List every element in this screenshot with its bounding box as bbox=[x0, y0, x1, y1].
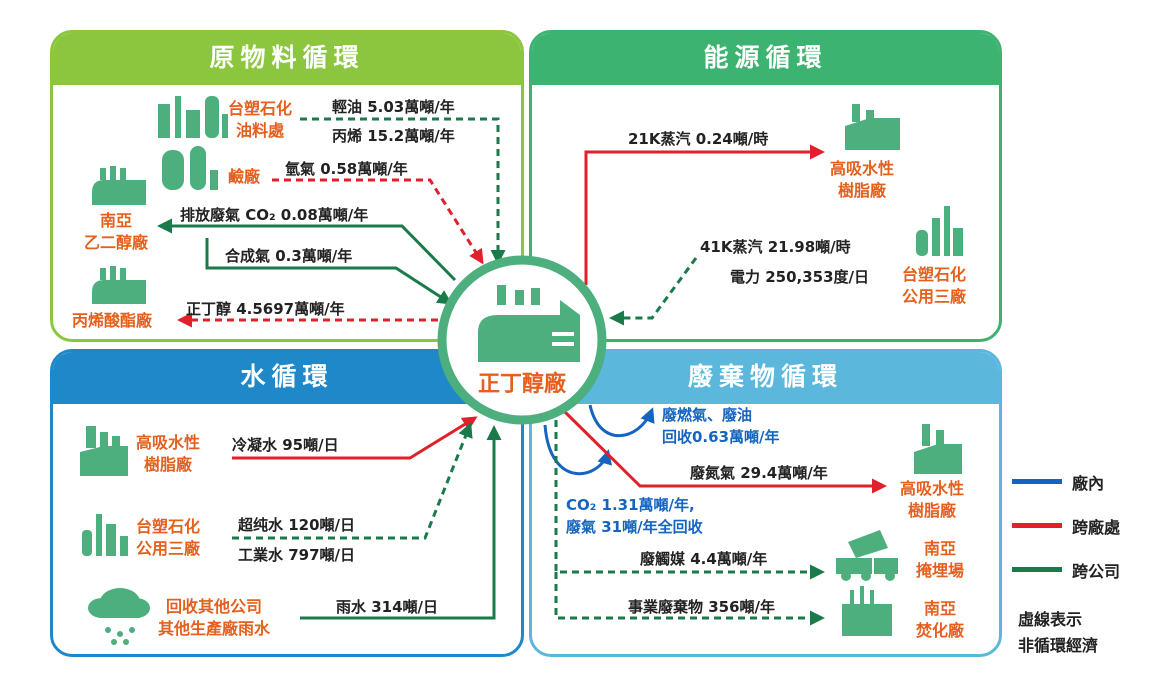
raw-flow3b-label: 合成氣 0.3萬噸/年 bbox=[225, 247, 353, 265]
energy-flow2a-label: 41K蒸汽 21.98噸/時 bbox=[700, 238, 851, 256]
factory-icon bbox=[80, 426, 128, 476]
water-plant1-line2: 樹脂廠 bbox=[144, 455, 193, 474]
waste-plant3-line1: 南亞 bbox=[924, 599, 957, 618]
waste-recycle2-line1: CO₂ 1.31萬噸/年, bbox=[566, 496, 695, 514]
water-flow3-label: 雨水 314噸/日 bbox=[336, 598, 439, 616]
waste-plant3-label: 南亞 焚化廠 bbox=[916, 598, 964, 642]
raw-flow2-label: 氫氣 0.58萬噸/年 bbox=[285, 160, 408, 178]
raw-plant3-label: 南亞 乙二醇廠 bbox=[84, 210, 148, 254]
water-flow1-label: 冷凝水 95噸/日 bbox=[232, 436, 339, 454]
water-plant3-line2: 其他生產廠雨水 bbox=[158, 619, 271, 638]
raw-flow2-arrow bbox=[272, 178, 484, 265]
water-plant2-label: 台塑石化 公用三廠 bbox=[136, 516, 200, 560]
energy-panel: 能源循環 bbox=[529, 30, 1002, 342]
energy-plant1-line1: 高吸水性 bbox=[830, 159, 895, 178]
energy-flow2-arrow bbox=[609, 257, 698, 326]
legend-label-cross-plant: 跨廠處 bbox=[1072, 518, 1121, 537]
waste-plant1-line1: 高吸水性 bbox=[900, 479, 965, 498]
center-plant-label: 正丁醇廠 bbox=[477, 372, 566, 397]
dump-truck-icon bbox=[836, 530, 898, 581]
waste-plant2-label: 南亞 掩埋場 bbox=[916, 538, 964, 582]
raw-plant3-line1: 南亞 bbox=[100, 211, 133, 230]
water-flow1-arrow bbox=[232, 416, 478, 460]
raw-material-title: 原物料循環 bbox=[53, 33, 521, 85]
legend-swatch-internal bbox=[1012, 479, 1062, 484]
water-plant2-line2: 公用三廠 bbox=[136, 539, 201, 558]
waste-plant1-line2: 樹脂廠 bbox=[908, 501, 957, 520]
energy-plant2-line2: 公用三廠 bbox=[902, 287, 967, 306]
waste-recycle2-line2: 廢氣 31噸/年全回收 bbox=[566, 518, 703, 536]
waste-flow1-label: 廢氮氣 29.4萬噸/年 bbox=[690, 464, 828, 482]
legend-label-internal: 廠內 bbox=[1072, 474, 1105, 493]
waste-flow3-label: 事業廢棄物 356噸/年 bbox=[628, 598, 776, 616]
center-factory-icon bbox=[478, 285, 580, 362]
waste-plant2-line2: 掩埋場 bbox=[916, 561, 965, 580]
waste-panel: 廢棄物循環 bbox=[529, 349, 1002, 657]
waste-recycle1-label: 廢燃氣、廢油 回收0.63萬噸/年 bbox=[662, 404, 780, 448]
energy-flow1-label: 21K蒸汽 0.24噸/時 bbox=[628, 130, 769, 148]
energy-title: 能源循環 bbox=[532, 33, 999, 85]
legend-label-cross-company: 跨公司 bbox=[1072, 562, 1121, 581]
water-flow2b-label: 工業水 797噸/日 bbox=[238, 546, 356, 564]
raw-flow3a-label: 排放廢氣 CO₂ 0.08萬噸/年 bbox=[180, 206, 369, 224]
rain-cloud-icon bbox=[88, 588, 150, 645]
waste-recycle2-label: CO₂ 1.31萬噸/年, 廢氣 31噸/年全回收 bbox=[566, 494, 703, 538]
raw-plant1-line2: 油料處 bbox=[236, 121, 285, 140]
refinery-icon bbox=[916, 206, 963, 256]
raw-flow1a-label: 輕油 5.03萬噸/年 bbox=[332, 98, 455, 116]
waste-title: 廢棄物循環 bbox=[532, 352, 999, 404]
waste-recycle2-arrow bbox=[543, 424, 612, 476]
waste-plant2-line1: 南亞 bbox=[924, 539, 957, 558]
factory-icon bbox=[92, 166, 146, 205]
raw-flow1-arrow bbox=[300, 117, 506, 265]
water-plant3-line1: 回收其他公司 bbox=[166, 597, 263, 616]
waste-flow1-arrow bbox=[563, 410, 887, 494]
water-flow2-arrow bbox=[232, 422, 473, 540]
legend-swatch-cross-company bbox=[1012, 567, 1062, 572]
water-plant1-line1: 高吸水性 bbox=[136, 433, 201, 452]
waste-flow2-label: 廢觸媒 4.4萬噸/年 bbox=[640, 550, 768, 568]
waste-flow2-arrow bbox=[554, 420, 825, 580]
raw-plant1-line1: 台塑石化 bbox=[228, 99, 293, 118]
water-plant1-label: 高吸水性 樹脂廠 bbox=[136, 432, 200, 476]
water-flow3-arrow bbox=[300, 425, 502, 620]
raw-flow1b-label: 丙烯 15.2萬噸/年 bbox=[332, 127, 455, 145]
energy-flow2b-label: 電力 250,353度/日 bbox=[730, 268, 870, 286]
energy-plant1-label: 高吸水性 樹脂廠 bbox=[830, 158, 894, 202]
tank-icon bbox=[162, 146, 218, 190]
raw-flow3a-arrow bbox=[157, 218, 457, 282]
legend-note-line2: 非循環經濟 bbox=[1018, 636, 1099, 655]
waste-recycle1-arrow bbox=[588, 404, 655, 438]
refinery-icon bbox=[158, 96, 228, 138]
raw-plant3-line2: 乙二醇廠 bbox=[84, 233, 149, 252]
legend-swatch-cross-plant bbox=[1012, 523, 1062, 528]
raw-plant1-label: 台塑石化 油料處 bbox=[228, 98, 292, 142]
factory-icon bbox=[914, 424, 962, 474]
water-flow2a-label: 超纯水 120噸/日 bbox=[238, 516, 356, 534]
waste-plant3-line2: 焚化廠 bbox=[916, 621, 965, 640]
factory-icon bbox=[845, 104, 900, 150]
legend-note-line1: 虛線表示 bbox=[1018, 610, 1083, 629]
refinery-icon bbox=[82, 514, 128, 556]
raw-flow3b-arrow bbox=[205, 238, 453, 305]
energy-plant1-line2: 樹脂廠 bbox=[838, 181, 887, 200]
raw-flow4-label: 正丁醇 4.5697萬噸/年 bbox=[186, 300, 345, 318]
energy-plant2-label: 台塑石化 公用三廠 bbox=[902, 264, 966, 308]
raw-plant4-label: 丙烯酸酯廠 bbox=[72, 311, 153, 330]
factory-icon bbox=[92, 266, 146, 304]
raw-plant2-label: 鹼廠 bbox=[228, 167, 261, 186]
waste-recycle1-line2: 回收0.63萬噸/年 bbox=[662, 428, 780, 446]
incinerator-icon bbox=[842, 586, 892, 636]
water-plant3-label: 回收其他公司 其他生產廠雨水 bbox=[158, 596, 270, 640]
energy-flow1-arrow bbox=[584, 144, 825, 285]
water-plant2-line1: 台塑石化 bbox=[136, 517, 201, 536]
waste-flow3-arrow bbox=[554, 572, 825, 626]
waste-plant1-label: 高吸水性 樹脂廠 bbox=[900, 478, 964, 522]
energy-plant2-line1: 台塑石化 bbox=[902, 265, 967, 284]
waste-recycle1-line1: 廢燃氣、廢油 bbox=[662, 406, 753, 424]
